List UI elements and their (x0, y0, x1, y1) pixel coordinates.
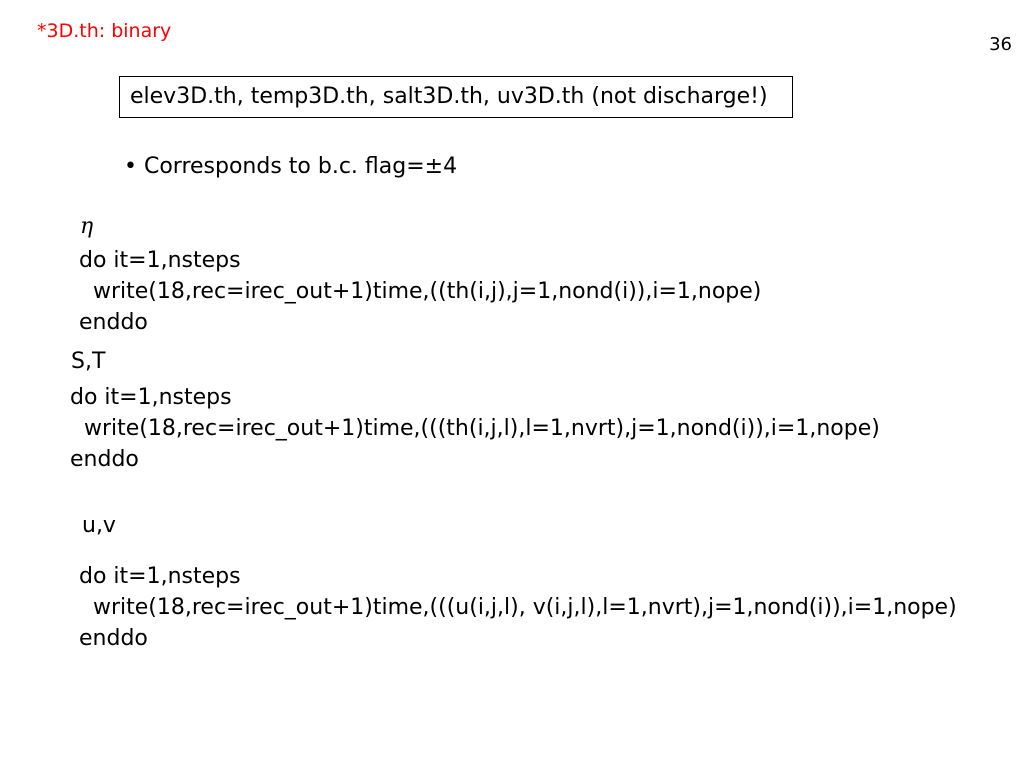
uv-code-block: do it=1,nsteps write(18,rec=irec_out+1)t… (79, 561, 957, 654)
st-label: S,T (71, 349, 106, 374)
file-list-box: elev3D.th, temp3D.th, salt3D.th, uv3D.th… (119, 76, 793, 118)
page-number: 36 (989, 34, 1012, 55)
eta-label: η (80, 214, 94, 239)
eta-code-block: do it=1,nsteps write(18,rec=irec_out+1)t… (79, 245, 761, 338)
code-line: do it=1,nsteps (70, 385, 232, 410)
uv-label: u,v (82, 513, 116, 538)
bullet-bc-flag: • Corresponds to b.c. flag=±4 (124, 154, 458, 179)
code-line: do it=1,nsteps (79, 564, 241, 589)
code-line: write(18,rec=irec_out+1)time,(((th(i,j,l… (70, 416, 880, 441)
code-line: enddo (70, 447, 139, 472)
code-line: enddo (79, 626, 148, 651)
code-line: enddo (79, 310, 148, 335)
code-line: do it=1,nsteps (79, 248, 241, 273)
code-line: write(18,rec=irec_out+1)time,((th(i,j),j… (79, 279, 762, 304)
slide-title: *3D.th: binary (37, 20, 172, 42)
code-line: write(18,rec=irec_out+1)time,(((u(i,j,l)… (79, 595, 957, 620)
st-code-block: do it=1,nsteps write(18,rec=irec_out+1)t… (70, 382, 880, 475)
